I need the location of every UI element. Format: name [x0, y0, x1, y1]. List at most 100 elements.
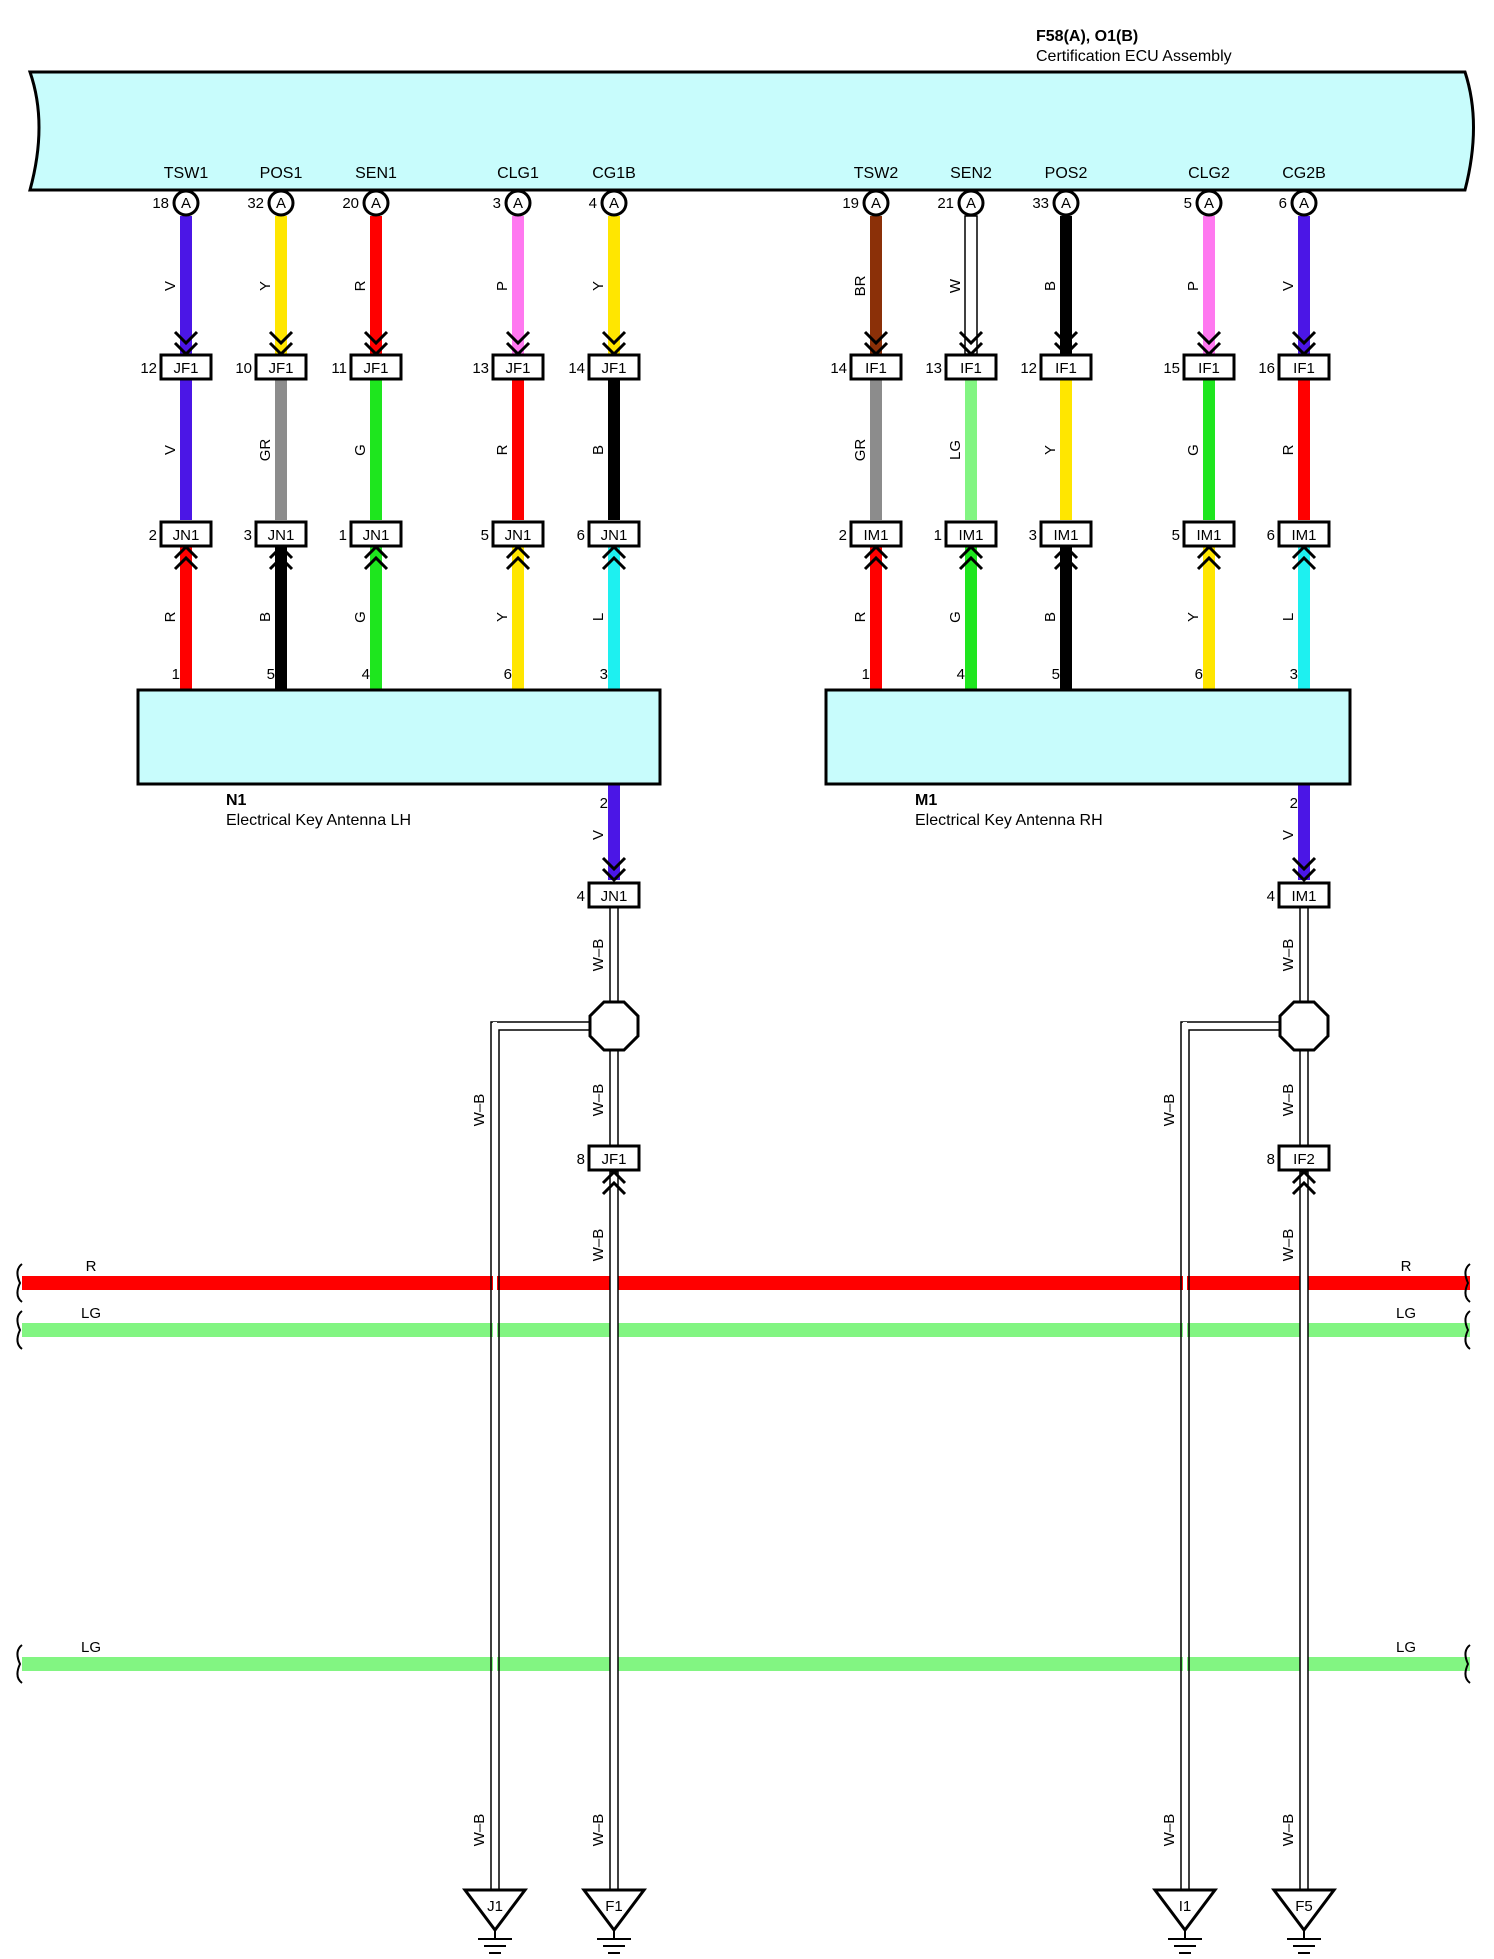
wb-label-c-1: W–B: [1280, 1229, 1297, 1262]
ecu-signal-7: POS2: [1045, 165, 1088, 182]
ecu-pin-circle-6: [957, 189, 985, 217]
joint-lower-7-label: IM1: [1053, 527, 1078, 544]
wire-seg2-8: [1203, 380, 1215, 520]
wire-seg1-3: [512, 216, 524, 354]
wb-label-a-0: W–B: [590, 939, 607, 972]
wire-seg3-6: [965, 546, 977, 690]
wire-seg2-7: [1060, 380, 1072, 520]
ground-0-1-earth: [597, 1930, 631, 1954]
gnd-arrow-up-1: [1291, 1169, 1317, 1196]
joint-upper-9-pin: 16: [1258, 360, 1275, 377]
ecu-pin-letter-4: A: [609, 195, 619, 212]
wire-label1-3: P: [494, 281, 511, 291]
wire-label2-7: Y: [1042, 445, 1059, 455]
bus-label-left-0: R: [86, 1258, 97, 1275]
joint-upper-7: [1039, 353, 1093, 381]
ecu-pin-number-9: 6: [1279, 195, 1287, 212]
gnd-lower-joint-1-label: IF2: [1293, 1151, 1315, 1168]
joint-upper-0-pin: 12: [140, 360, 157, 377]
wire-label2-5: GR: [852, 439, 869, 462]
joint-lower-0: [159, 520, 213, 548]
joint-lower-3: [491, 520, 545, 548]
joint-upper-6-label: IF1: [960, 360, 982, 377]
wire-label1-4: Y: [590, 281, 607, 291]
ground-0-0-earth: [478, 1930, 512, 1954]
antenna-pin-8: 6: [1195, 666, 1203, 683]
joint-lower-2-label: JN1: [363, 527, 390, 544]
wb-label-b-1: W–B: [1280, 1084, 1297, 1117]
joint-upper-6-pin: 13: [925, 360, 942, 377]
joint-lower-6-pin: 1: [934, 527, 942, 544]
wire-label3-9: L: [1280, 613, 1297, 621]
ecu-pin-number-1: 32: [247, 195, 264, 212]
connectors-layer: A18JF112JN12A32JF110JN13A20JF111JN11A3JF…: [16, 189, 1471, 1954]
wire-seg1-4: [608, 216, 620, 354]
wb-label-a-1: W–B: [1280, 939, 1297, 972]
splice-0: [588, 1000, 640, 1052]
joint-upper-3-pin: 13: [472, 360, 489, 377]
ground-0-0-symbol: [462, 1888, 528, 1933]
wb-branch-fill-0: [493, 1022, 497, 1890]
gnd-wire-label-0: V: [590, 830, 607, 840]
gnd-joint-0-pin: 4: [577, 888, 585, 905]
wire-label3-5: R: [852, 611, 869, 622]
ground-0-1-symbol: [581, 1888, 647, 1933]
gnd-lower-joint-0-pin: 8: [577, 1151, 585, 1168]
ecu-pin-number-0: 18: [152, 195, 169, 212]
ecu-pin-circle-8: [1195, 189, 1223, 217]
joint-lower-2: [349, 520, 403, 548]
wire-seg1-8: [1203, 216, 1215, 354]
bus-label-right-2: LG: [1396, 1639, 1416, 1656]
wb-wire-c-1: [1299, 1171, 1309, 1891]
gnd-lower-joint-1-pin: 8: [1267, 1151, 1275, 1168]
ecu-signal-5: TSW2: [854, 165, 899, 182]
wire-label3-2: G: [352, 611, 369, 623]
joint-upper-0-label: JF1: [173, 360, 198, 377]
ground-1-1-earth: [1287, 1930, 1321, 1954]
ecu-pin-letter-2: A: [371, 195, 381, 212]
wire-seg3-7: [1060, 546, 1072, 690]
gnd-lower-joint-0-label: JF1: [601, 1151, 626, 1168]
bus-line-2: [22, 1657, 1470, 1671]
gnd-wire-0: [608, 784, 620, 880]
joint-lower-7-pin: 3: [1029, 527, 1037, 544]
wire-label2-2: G: [352, 444, 369, 456]
wire-label1-9: V: [1280, 281, 1297, 291]
wb-label-c-0: W–B: [590, 1229, 607, 1262]
wire-label3-1: B: [257, 612, 274, 622]
wire-seg2-0: [180, 380, 192, 520]
wire-seg1-9: [1298, 216, 1310, 354]
antenna-pin-9: 3: [1290, 666, 1298, 683]
joint-lower-6-label: IM1: [958, 527, 983, 544]
wire-label1-5: BR: [852, 275, 869, 296]
joint-upper-8: [1182, 353, 1236, 381]
ecu-pin-circle-7: [1052, 189, 1080, 217]
joint-upper-0: [159, 353, 213, 381]
wire-seg1-0: [180, 216, 192, 354]
wb-wire-c-0: [609, 1171, 619, 1891]
ecu-pin-number-2: 20: [342, 195, 359, 212]
wire-seg2-9: [1298, 380, 1310, 520]
ecu-pin-circle-4: [600, 189, 628, 217]
joint-upper-5-pin: 14: [830, 360, 847, 377]
gnd-pin-0: 2: [600, 795, 608, 812]
wire-label1-8: P: [1185, 281, 1202, 291]
ecu-signal-6: SEN2: [950, 165, 992, 182]
joint-lower-9-pin: 6: [1267, 527, 1275, 544]
wire-label2-4: B: [590, 445, 607, 455]
joint-upper-7-pin: 12: [1020, 360, 1037, 377]
gnd-joint-0-label: JN1: [601, 888, 628, 905]
joint-upper-3-label: JF1: [505, 360, 530, 377]
wb-branch-0: [490, 1021, 590, 1890]
ecu-pin-number-7: 33: [1032, 195, 1049, 212]
ecu-signal-0: TSW1: [164, 165, 209, 182]
wire-seg3-5: [870, 546, 882, 690]
ecu-pin-circle-2: [362, 189, 390, 217]
wb-wire-b-0: [609, 1049, 619, 1151]
ecu-pin-number-4: 4: [589, 195, 597, 212]
gnd-joint-0: [587, 881, 641, 909]
joint-upper-1: [254, 353, 308, 381]
joint-lower-6: [944, 520, 998, 548]
ecu-signal-3: CLG1: [497, 165, 539, 182]
joint-upper-7-label: IF1: [1055, 360, 1077, 377]
